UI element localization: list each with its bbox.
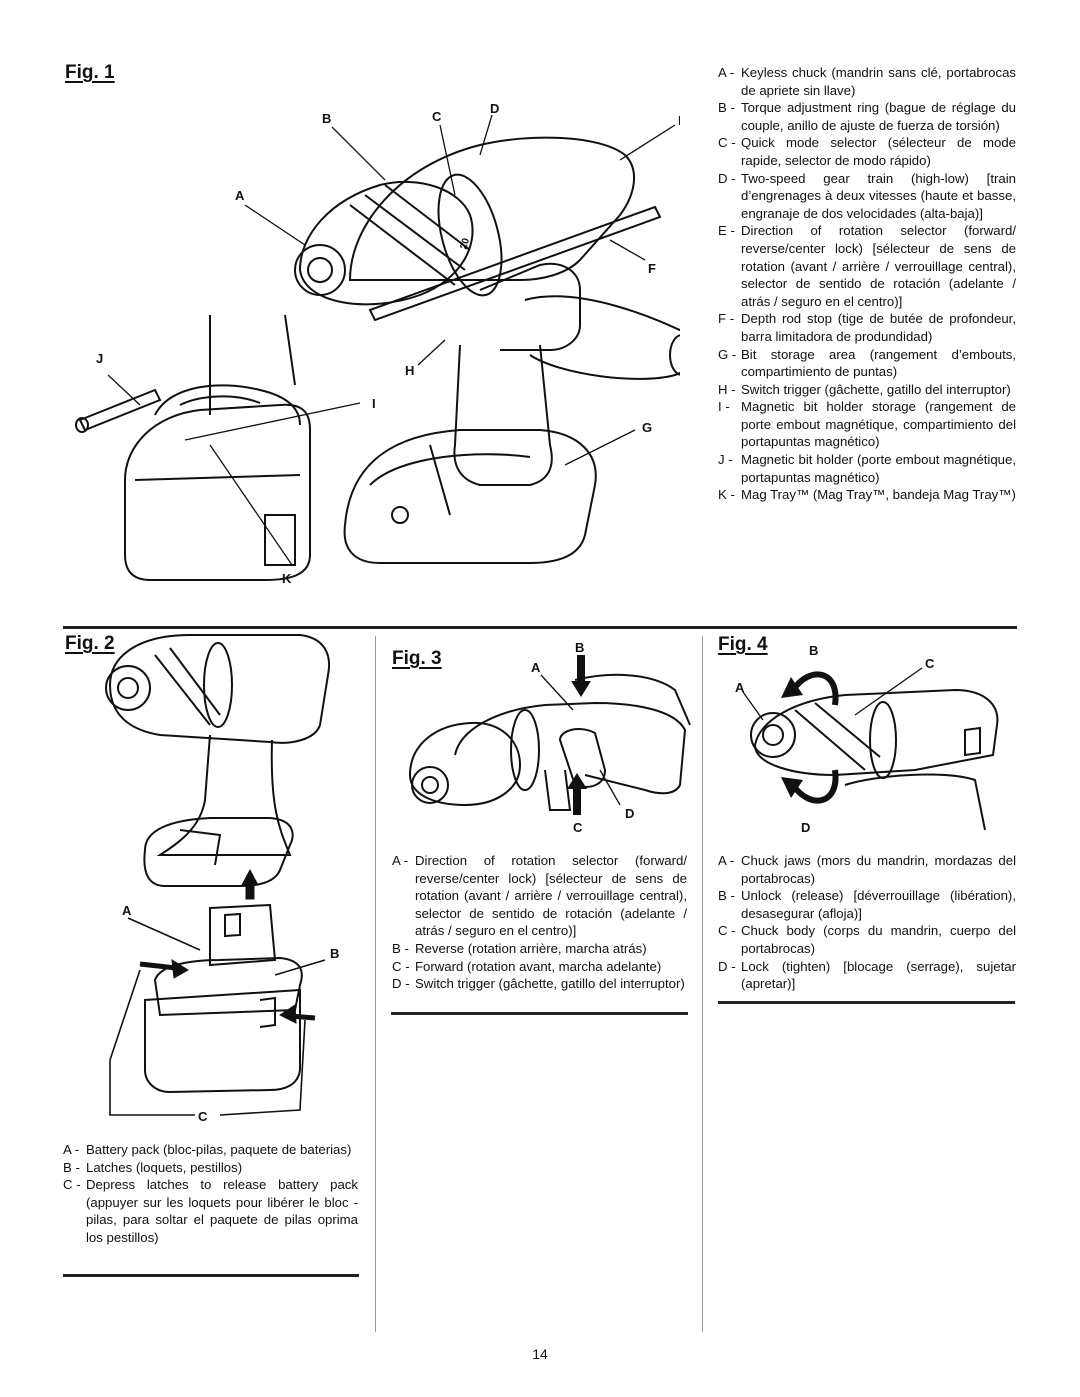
- fig4-title: Fig. 4: [718, 634, 768, 655]
- fig3-callout-b: B: [575, 640, 584, 655]
- legend-item: F -Depth rod stop (tige de butée de prof…: [718, 311, 1016, 344]
- fig3-callout-a: A: [531, 660, 541, 675]
- fig3-legend: A -Direction of rotation selector (forwa…: [392, 852, 687, 993]
- legend-item: B -Unlock (release) [déverrouillage (lib…: [718, 888, 1016, 921]
- legend-item: H -Switch trigger (gâchette, gatillo del…: [718, 381, 1011, 397]
- fig1-callout-e: E: [678, 113, 680, 128]
- fig2-callout-c: C: [198, 1109, 208, 1124]
- fig3-callout-c: C: [573, 820, 583, 835]
- fig1-title: Fig. 1: [65, 62, 115, 83]
- legend-item: C -Chuck body (corps du mandrin, cuerpo …: [718, 923, 1016, 956]
- fig1-callout-i: I: [372, 396, 376, 411]
- fig1-callout-g: G: [642, 420, 652, 435]
- fig1-callout-c: C: [432, 109, 442, 124]
- section-divider: [63, 626, 1017, 629]
- fig3-end-rule: [391, 1012, 688, 1015]
- legend-item: D -Two-speed gear train (high-low) [trai…: [718, 170, 1016, 221]
- fig2-end-rule: [63, 1274, 359, 1277]
- fig4-callout-b: B: [809, 643, 818, 658]
- legend-item: B -Torque adjustment ring (bague de régl…: [718, 100, 1016, 133]
- fig1-callout-a: A: [235, 188, 245, 203]
- fig4-legend: A -Chuck jaws (mors du mandrin, mordazas…: [718, 852, 1016, 993]
- fig2-title: Fig. 2: [65, 633, 115, 654]
- legend-item: K -Mag Tray™ (Mag Tray™, bandeja Mag Tra…: [718, 487, 1016, 503]
- fig1-callout-d: D: [490, 101, 499, 116]
- legend-item: I -Magnetic bit holder storage (rangemen…: [718, 399, 1016, 450]
- legend-item: C -Quick mode selector (sélecteur de mod…: [718, 135, 1016, 168]
- fig2-illustration: A B C: [105, 634, 339, 1124]
- fig4-callout-c: C: [925, 656, 935, 671]
- legend-item: A -Battery pack (bloc-pilas, paquete de …: [63, 1142, 352, 1157]
- fig2-callout-b: B: [330, 946, 339, 961]
- fig4-end-rule: [718, 1001, 1015, 1004]
- legend-item: B -Reverse (rotation arrière, marcha atr…: [392, 940, 647, 956]
- fig1-callout-j: J: [96, 351, 103, 366]
- legend-item: A -Chuck jaws (mors du mandrin, mordazas…: [718, 853, 1016, 886]
- fig2-legend: A -Battery pack (bloc-pilas, paquete de …: [63, 1141, 358, 1247]
- fig3-title: Fig. 3: [392, 648, 442, 669]
- legend-item: C -Forward (rotation avant, marcha adela…: [392, 958, 662, 974]
- fig1-callout-h: H: [405, 363, 414, 378]
- fig1-callout-b: B: [322, 111, 331, 126]
- legend-item: D -Lock (tighten) [blocage (serrage), su…: [718, 958, 1016, 992]
- legend-item: J -Magnetic bit holder (porte embout mag…: [718, 452, 1016, 485]
- legend-item: C -Depress latches to release battery pa…: [63, 1177, 358, 1245]
- legend-item: A -Keyless chuck (mandrin sans clé, port…: [718, 65, 1016, 98]
- fig3-illustration: A B C D: [408, 640, 691, 835]
- fig1-legend: A -Keyless chuck (mandrin sans clé, port…: [718, 64, 1016, 504]
- fig4-illustration: A B C D: [735, 643, 999, 835]
- legend-item: E -Direction of rotation selector (forwa…: [718, 223, 1016, 309]
- column-separator-left: [375, 636, 376, 1332]
- fig1-illustration: A B C D E F G H I J K 20: [75, 101, 680, 586]
- fig4-callout-d: D: [801, 820, 810, 835]
- legend-item: G -Bit storage area (rangement d’embouts…: [718, 346, 1016, 380]
- fig4-callout-a: A: [735, 680, 745, 695]
- fig1-callout-k: K: [282, 571, 292, 586]
- fig3-callout-d: D: [625, 806, 634, 821]
- legend-item: A -Direction of rotation selector (forwa…: [392, 853, 687, 939]
- column-separator-right: [702, 636, 703, 1332]
- fig1-scale-mark: 20: [459, 237, 473, 251]
- page-number: 14: [532, 1346, 548, 1362]
- legend-item: B -Latches (loquets, pestillos): [63, 1159, 243, 1175]
- fig1-callout-f: F: [648, 261, 656, 276]
- fig2-callout-a: A: [122, 903, 132, 918]
- legend-item: D -Switch trigger (gâchette, gatillo del…: [392, 976, 685, 992]
